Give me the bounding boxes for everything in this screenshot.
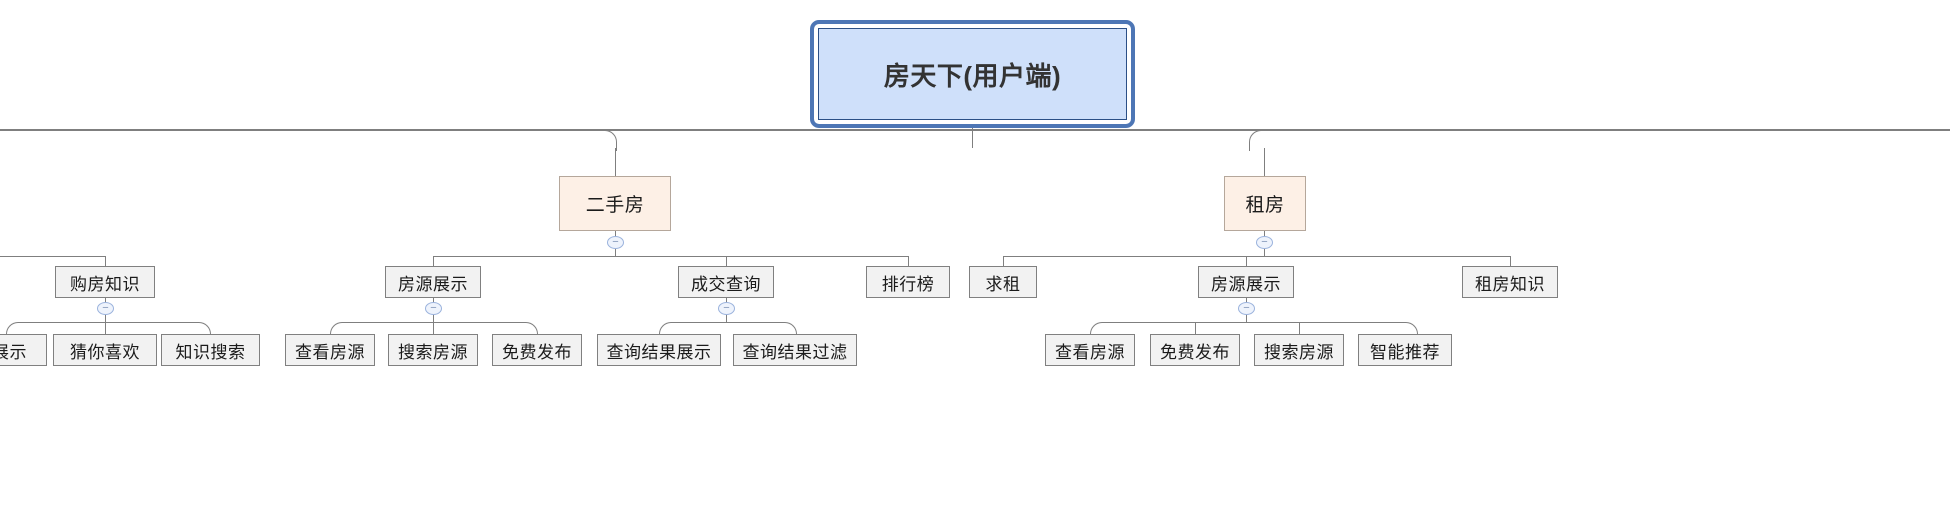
zufang-fangyuan-bus-right	[1246, 322, 1404, 323]
connector-root-to-zufang	[1249, 130, 1266, 151]
chengjiao-chaxun-down-stem	[726, 298, 727, 304]
bus-drop-goufang-zhishi	[105, 256, 106, 266]
connector-ershoufang-stem	[615, 148, 616, 176]
toggle-chengjiao-chaxun[interactable]: −	[718, 302, 735, 315]
zufang-children-bus	[1003, 256, 1510, 257]
elbow-chaxun-jieguo-zhanshi	[659, 322, 674, 337]
clip-leaf-bus-right	[105, 322, 197, 323]
leaf-ershoufang-chakan-fangyuan-label: 查看房源	[295, 342, 365, 362]
toggle-goufang-zhishi[interactable]: −	[97, 302, 114, 315]
node-chengjiao-chaxun-label: 成交查询	[691, 274, 761, 294]
toggle-goufang-zhishi-symbol: −	[102, 302, 109, 314]
node-goufang-zhishi[interactable]: 购房知识	[55, 266, 155, 298]
main-trunk-line	[0, 129, 1950, 131]
goufang-zhishi-to-bus	[105, 314, 106, 322]
zufang-fangyuan-bus-left	[1103, 322, 1246, 323]
ershoufang-children-bus	[433, 256, 908, 257]
leaf-ershoufang-sousuo-fangyuan-label: 搜索房源	[398, 342, 468, 362]
leaf-caini-xihuan[interactable]: 猜你喜欢	[53, 334, 157, 366]
leaf-zhineng-tuijian-label: 智能推荐	[1370, 342, 1440, 362]
bus-drop-qiuzu	[1003, 256, 1004, 266]
node-zufang[interactable]: 租房	[1224, 176, 1306, 231]
ershoufang-fangyuan-drop-mid	[433, 322, 434, 336]
ershoufang-fangyuan-bus-right	[433, 322, 524, 323]
clip-leaf-drop-caini	[105, 322, 106, 336]
zufang-fangyuan-drop-sousuo	[1299, 322, 1300, 336]
leaf-chaxun-jieguo-zhanshi[interactable]: 查询结果展示	[597, 334, 721, 366]
node-qiuzu[interactable]: 求租	[969, 266, 1037, 298]
chengjiao-chaxun-to-bus	[726, 314, 727, 322]
leaf-zufang-chakan-fangyuan[interactable]: 查看房源	[1045, 334, 1135, 366]
chengjiao-bus-left	[672, 322, 726, 323]
node-ershoufang-label: 二手房	[585, 195, 645, 216]
leaf-zufang-sousuo-fangyuan[interactable]: 搜索房源	[1254, 334, 1344, 366]
zufang-fangyuan-drop-mianfei	[1195, 322, 1196, 336]
toggle-chengjiao-chaxun-symbol: −	[723, 302, 730, 314]
toggle-ershoufang-symbol: −	[612, 236, 619, 248]
toggle-ershoufang-fangyuan-zhanshi[interactable]: −	[425, 302, 442, 315]
leaf-caini-xihuan-label: 猜你喜欢	[70, 342, 140, 362]
leaf-zhanshi-label: 展示	[0, 342, 27, 362]
toggle-zufang-symbol: −	[1261, 236, 1268, 248]
leaf-zufang-mianfei-fabu[interactable]: 免费发布	[1150, 334, 1240, 366]
leaf-ershoufang-chakan-fangyuan[interactable]: 查看房源	[285, 334, 375, 366]
connector-root-to-ershoufang	[600, 130, 617, 151]
clipped-branch-bus	[0, 256, 106, 257]
connector-zufang-stem	[1264, 148, 1265, 176]
node-chengjiao-chaxun[interactable]: 成交查询	[678, 266, 774, 298]
ershoufang-fangyuan-down-stem	[433, 298, 434, 304]
leaf-ershoufang-mianfei-fabu[interactable]: 免费发布	[492, 334, 582, 366]
bus-drop-paihangbang	[908, 256, 909, 266]
chengjiao-bus-right	[726, 322, 783, 323]
leaf-zufang-mianfei-fabu-label: 免费发布	[1160, 342, 1230, 362]
leaf-ershoufang-sousuo-fangyuan[interactable]: 搜索房源	[388, 334, 478, 366]
clip-leaf-bus-left	[19, 322, 105, 323]
node-qiuzu-label: 求租	[985, 274, 1021, 294]
leaf-zufang-chakan-fangyuan-label: 查看房源	[1055, 342, 1125, 362]
leaf-zhanshi[interactable]: 展示	[0, 334, 47, 366]
ershoufang-fangyuan-to-bus	[433, 314, 434, 322]
node-ershoufang[interactable]: 二手房	[559, 176, 671, 231]
leaf-zhishi-sousuo-label: 知识搜索	[175, 342, 246, 362]
leaf-chaxun-jieguo-zhanshi-label: 查询结果展示	[606, 342, 712, 362]
ershoufang-to-bus	[615, 249, 616, 257]
leaf-zufang-sousuo-fangyuan-label: 搜索房源	[1264, 342, 1334, 362]
zufang-to-bus	[1264, 249, 1265, 257]
node-zufang-zhishi[interactable]: 租房知识	[1462, 266, 1558, 298]
leaf-chaxun-jieguo-guolv-label: 查询结果过滤	[742, 342, 848, 362]
node-goufang-zhishi-label: 购房知识	[70, 274, 140, 294]
node-zufang-fangyuan-zhanshi-label: 房源展示	[1211, 274, 1281, 294]
leaf-zhineng-tuijian[interactable]: 智能推荐	[1358, 334, 1452, 366]
zufang-fangyuan-to-bus	[1246, 314, 1247, 322]
bus-drop-chengjiao-chaxun	[726, 256, 727, 266]
node-paihangbang-label: 排行榜	[881, 274, 935, 294]
node-ershoufang-fangyuan-zhanshi[interactable]: 房源展示	[385, 266, 481, 298]
zufang-fangyuan-down-stem	[1246, 298, 1247, 304]
bus-drop-fangyuan-zhanshi	[433, 256, 434, 266]
node-zufang-label: 租房	[1245, 195, 1285, 216]
elbow-zhanshi	[6, 322, 21, 337]
root-node-label: 房天下(用户端)	[883, 60, 1062, 91]
leaf-chaxun-jieguo-guolv[interactable]: 查询结果过滤	[733, 334, 857, 366]
node-zufang-fangyuan-zhanshi[interactable]: 房源展示	[1198, 266, 1294, 298]
toggle-ershoufang[interactable]: −	[607, 236, 624, 249]
node-zufang-zhishi-label: 租房知识	[1475, 274, 1545, 294]
toggle-ershoufang-fangyuan-symbol: −	[430, 302, 437, 314]
node-ershoufang-fangyuan-zhanshi-label: 房源展示	[398, 274, 468, 294]
bus-drop-zufang-fangyuan	[1246, 256, 1247, 266]
toggle-zufang-fangyuan-zhanshi[interactable]: −	[1238, 302, 1255, 315]
leaf-zhishi-sousuo[interactable]: 知识搜索	[161, 334, 260, 366]
elbow-zufang-chakan-fangyuan	[1090, 322, 1105, 337]
node-paihangbang[interactable]: 排行榜	[866, 266, 950, 298]
bus-drop-zufang-zhishi	[1510, 256, 1511, 266]
root-node[interactable]: 房天下(用户端)	[818, 28, 1127, 120]
toggle-zufang[interactable]: −	[1256, 236, 1273, 249]
ershoufang-fangyuan-bus-left	[343, 322, 433, 323]
root-stem	[972, 128, 973, 148]
goufang-zhishi-down-stem	[105, 298, 106, 304]
leaf-ershoufang-mianfei-fabu-label: 免费发布	[502, 342, 572, 362]
elbow-chakan-fangyuan	[330, 322, 345, 337]
toggle-zufang-fangyuan-symbol: −	[1243, 302, 1250, 314]
